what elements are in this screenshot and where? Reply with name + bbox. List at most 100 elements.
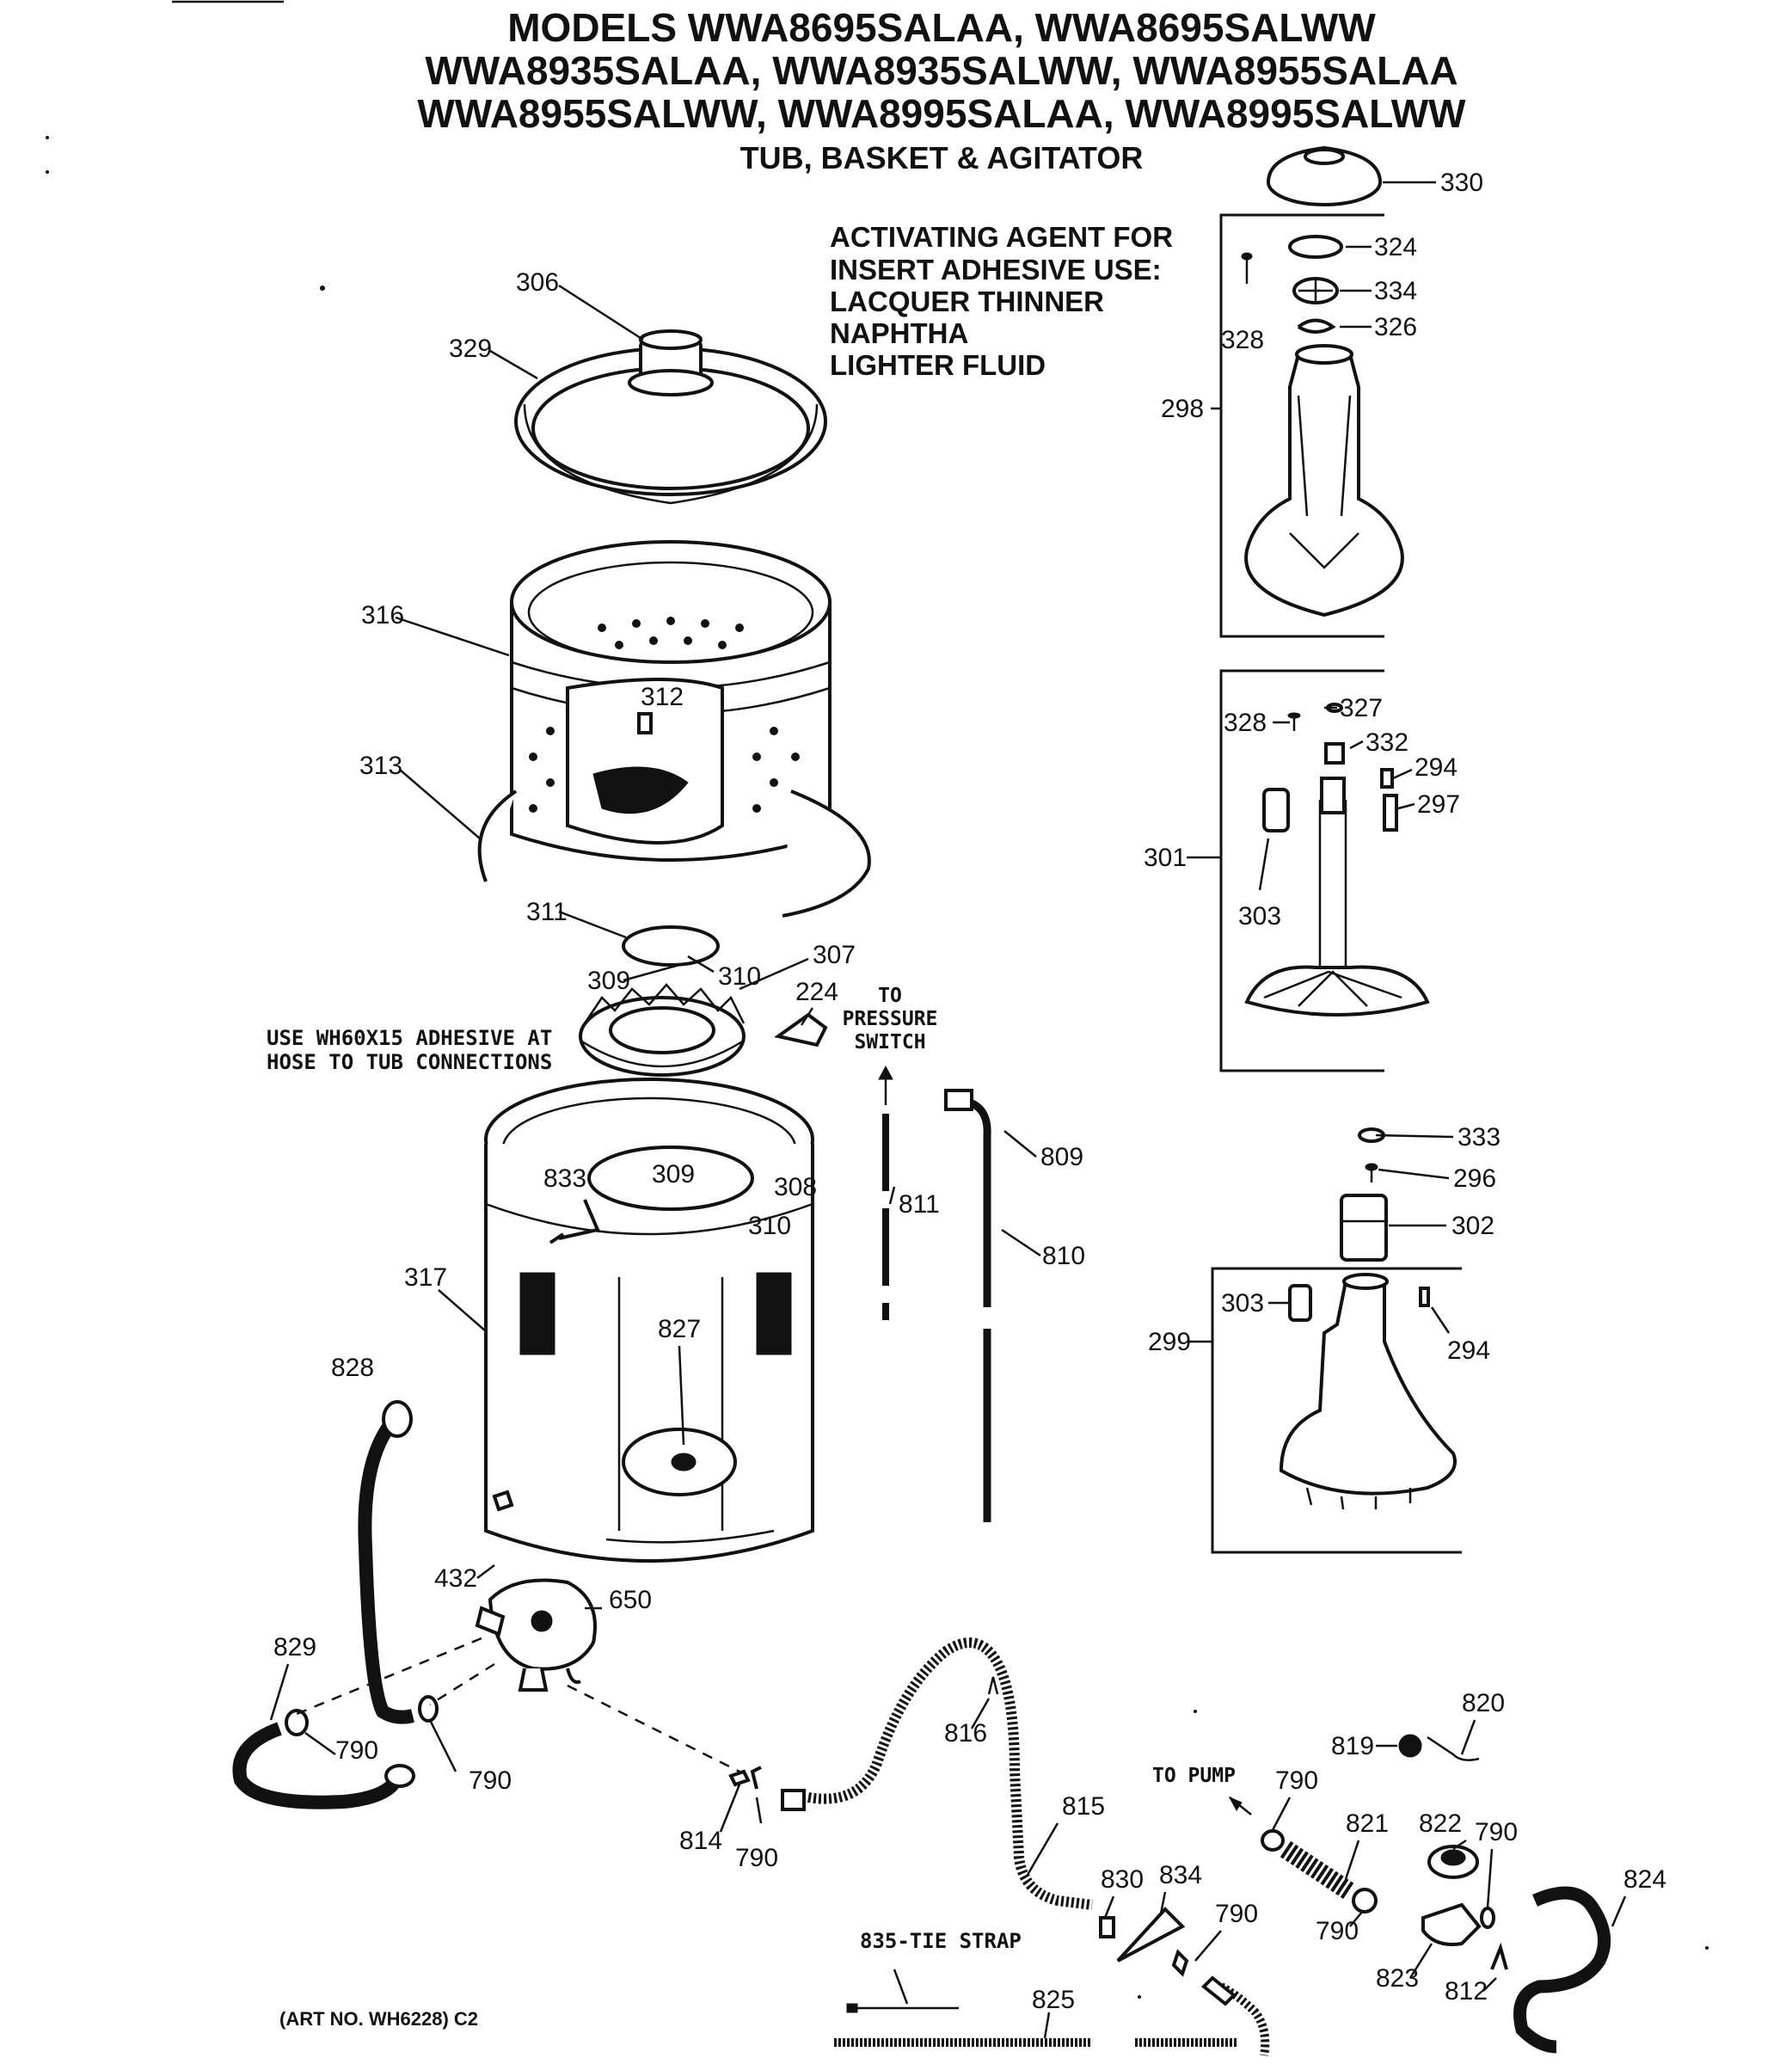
callout-334: 334 — [1374, 277, 1417, 305]
callout-294: 294 — [1415, 753, 1458, 782]
clamp-790 — [418, 1695, 439, 1723]
callout-790: 790 — [1275, 1766, 1318, 1795]
callout-296: 296 — [1453, 1164, 1496, 1193]
callout-leaders — [269, 181, 1627, 2039]
callout-301: 301 — [1144, 844, 1187, 872]
callout-302: 302 — [1451, 1212, 1494, 1240]
callout-299: 299 — [1148, 1328, 1191, 1356]
pressure-switch-note: TO — [878, 985, 902, 1007]
part-224 — [774, 1012, 828, 1047]
callout-298: 298 — [1161, 395, 1204, 423]
callout-820: 820 — [1462, 1689, 1505, 1717]
callout-313: 313 — [359, 752, 402, 780]
callout-829: 829 — [273, 1633, 316, 1662]
callout-432: 432 — [434, 1564, 477, 1593]
to-pump-note: TO PUMP — [1152, 1765, 1236, 1787]
callout-790: 790 — [735, 1844, 778, 1872]
screw-312 — [637, 712, 653, 734]
callout-303: 303 — [1238, 902, 1281, 931]
pump-650 — [475, 1578, 597, 1692]
hose-815 — [807, 1637, 1093, 1910]
clamp-308 — [587, 1146, 754, 1211]
part-432 — [492, 1490, 514, 1512]
clamp-311 — [622, 925, 720, 967]
dash-leader — [429, 1662, 495, 1706]
note-line: ACTIVATING AGENT FOR — [830, 221, 1173, 253]
callout-823: 823 — [1376, 1964, 1419, 1993]
callout-297: 297 — [1417, 790, 1460, 819]
title-line-3: WWA8955SALWW, WWA8995SALAA, WWA8995SALWW — [417, 91, 1466, 136]
clamp-812 — [1490, 1942, 1508, 1970]
callout-816: 816 — [944, 1719, 987, 1748]
clip-326 — [1297, 318, 1336, 334]
balance-ring-313 — [477, 789, 871, 918]
callout-809: 809 — [1040, 1143, 1083, 1171]
hub-307 — [579, 983, 746, 1077]
callout-790: 790 — [469, 1766, 512, 1795]
callout-824: 824 — [1623, 1865, 1666, 1894]
agitator-shaft-301 — [1320, 777, 1346, 814]
note-line: INSERT ADHESIVE USE: — [830, 254, 1162, 286]
callout-810: 810 — [1042, 1242, 1085, 1270]
part-834 — [1116, 1907, 1186, 1963]
callout-790: 790 — [335, 1736, 378, 1765]
hose-821 — [1280, 1840, 1356, 1901]
screw-297 — [1383, 794, 1398, 832]
hose-824 — [1513, 1886, 1611, 2054]
subtitle: TUB, BASKET & AGITATOR — [740, 140, 1144, 175]
callouts: 330 324 334 328 326 298 306 329 316 312 … — [273, 169, 1666, 2014]
callout-312: 312 — [641, 683, 684, 711]
art-number: (ART NO. WH6228) C2 — [279, 2008, 478, 2030]
hose-829 — [232, 1722, 402, 1809]
clamp-790 — [285, 1709, 309, 1736]
callout-307: 307 — [813, 941, 856, 969]
callout-328: 328 — [1224, 709, 1267, 737]
part-819 — [1398, 1734, 1422, 1758]
callout-329: 329 — [449, 335, 492, 363]
callout-309: 309 — [587, 967, 630, 995]
note-line: LACQUER THINNER — [830, 286, 1104, 317]
cap-332 — [1324, 742, 1345, 765]
callout-822: 822 — [1419, 1809, 1462, 1838]
cap-302 — [1340, 1194, 1388, 1262]
callout-790: 790 — [1316, 1917, 1359, 1945]
dog-303 — [1288, 1284, 1312, 1322]
pressure-switch-note: SWITCH — [854, 1031, 925, 1054]
callout-825: 825 — [1032, 1986, 1075, 2014]
part-823 — [1421, 1902, 1482, 1946]
seal-827 — [671, 1453, 697, 1471]
callout-332: 332 — [1365, 728, 1408, 757]
tie-strap-note: 835-TIE STRAP — [860, 1929, 1022, 1953]
callout-309: 309 — [652, 1160, 695, 1189]
callout-790: 790 — [1215, 1900, 1258, 1928]
clip-820 — [1427, 1735, 1480, 1761]
note-line: NAPHTHA — [830, 317, 968, 349]
callout-790: 790 — [1475, 1818, 1518, 1846]
part-830 — [1099, 1916, 1115, 1938]
callout-328: 328 — [1221, 326, 1264, 354]
part-833 — [549, 1199, 600, 1244]
adhesive-note-line: HOSE TO TUB CONNECTIONS — [267, 1050, 552, 1074]
note-line: LIGHTER FLUID — [830, 349, 1046, 381]
callout-224: 224 — [795, 978, 838, 1006]
callout-294: 294 — [1447, 1336, 1490, 1365]
callout-306: 306 — [516, 268, 559, 297]
callout-827: 827 — [658, 1315, 701, 1343]
callout-830: 830 — [1101, 1865, 1144, 1894]
tub-cover-329 — [514, 329, 827, 505]
hose-828 — [358, 1419, 414, 1724]
callout-316: 316 — [361, 601, 404, 630]
callout-308: 308 — [774, 1173, 817, 1201]
basket-perforations — [529, 617, 800, 813]
tub-clip — [519, 1272, 555, 1355]
callout-333: 333 — [1458, 1123, 1500, 1152]
tub-clip — [756, 1272, 792, 1355]
basket-316 — [510, 540, 832, 862]
pressure-switch-note: PRESSURE — [843, 1008, 938, 1030]
clip-816 — [987, 1676, 999, 1695]
callout-821: 821 — [1346, 1809, 1389, 1838]
fitting-814 — [781, 1789, 806, 1811]
agitator-299-box — [1211, 1127, 1462, 1554]
agitator-301-box — [1219, 669, 1430, 1072]
